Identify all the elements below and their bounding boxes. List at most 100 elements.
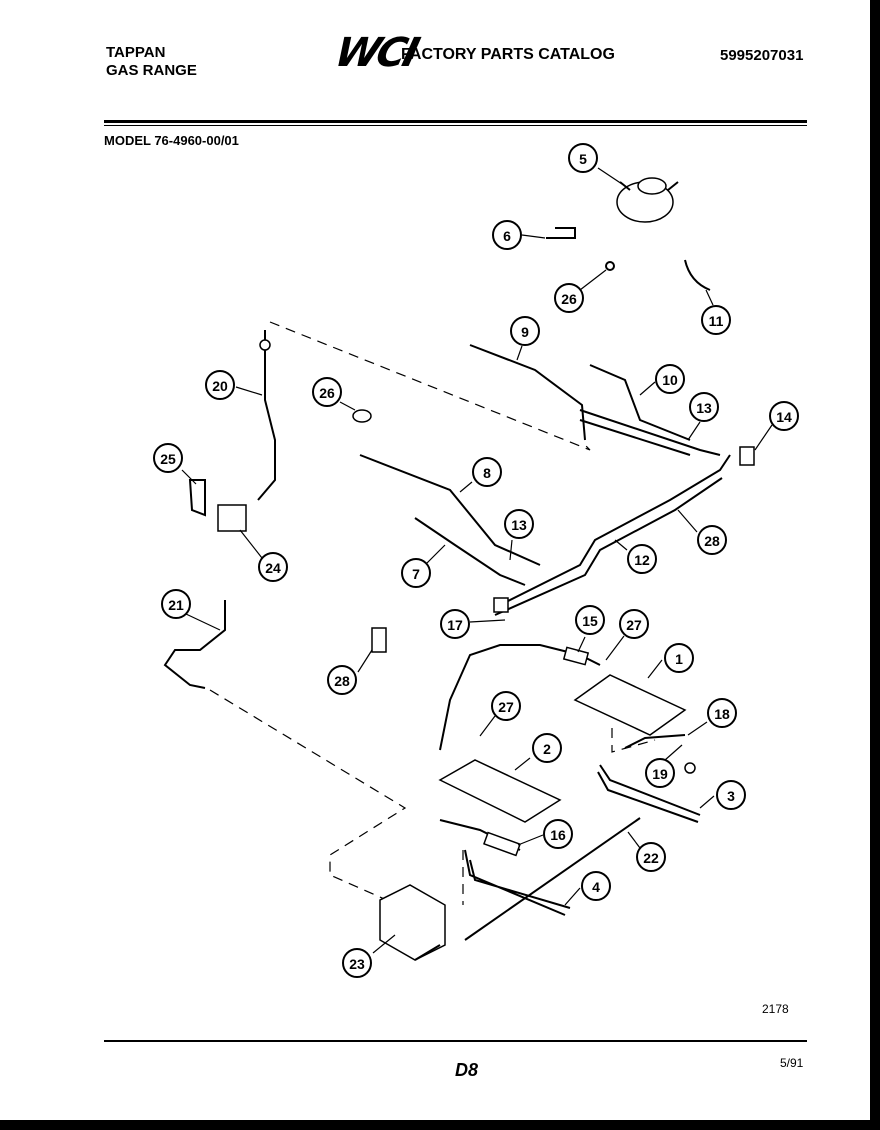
part-5-valve (616, 177, 679, 223)
footer-rule (104, 1040, 807, 1042)
callout-15: 15 (575, 605, 605, 635)
callout-17: 17 (440, 609, 470, 639)
callout-label: 26 (561, 291, 577, 307)
callout-24: 24 (258, 552, 288, 582)
callout-28: 28 (327, 665, 357, 695)
page-number: D8 (455, 1060, 479, 1080)
callout-label: 4 (592, 879, 600, 895)
part-6-bracket (546, 227, 576, 239)
part-15-sensor (562, 646, 590, 666)
part-17-plug (371, 627, 387, 653)
part-26-ring (605, 261, 615, 271)
callout-label: 19 (652, 766, 668, 782)
part-23-outlet (414, 944, 441, 961)
callout-3: 3 (716, 780, 746, 810)
part-2-burner-shield (438, 759, 562, 823)
header-rule-thin (104, 125, 807, 126)
callout-label: 26 (319, 385, 335, 401)
callout-13: 13 (689, 392, 719, 422)
callout-label: 5 (579, 151, 587, 167)
brand-name: TAPPAN (106, 44, 166, 61)
callout-27: 27 (491, 691, 521, 721)
callout-label: 18 (714, 706, 730, 722)
callout-label: 24 (265, 560, 281, 576)
callout-label: 27 (626, 617, 642, 633)
callout-14: 14 (769, 401, 799, 431)
part-22-tube (464, 817, 641, 941)
callout-5: 5 (568, 143, 598, 173)
callout-12: 12 (627, 544, 657, 574)
callout-label: 16 (550, 827, 566, 843)
callout-25: 25 (153, 443, 183, 473)
callout-label: 20 (212, 378, 228, 394)
leader-lines (181, 167, 773, 954)
callout-label: 8 (483, 465, 491, 481)
callout-label: 14 (776, 409, 792, 425)
callout-21: 21 (161, 589, 191, 619)
callout-2: 2 (532, 733, 562, 763)
part-23-valve (379, 884, 446, 961)
part-24-switch (217, 504, 247, 532)
callout-label: 1 (675, 651, 683, 667)
part-7-tube (414, 517, 526, 586)
callout-26: 26 (554, 283, 584, 313)
callout-label: 13 (511, 517, 527, 533)
callout-label: 21 (168, 597, 184, 613)
callout-label: 6 (503, 228, 511, 244)
callout-8: 8 (472, 457, 502, 487)
catalog-title: FACTORY PARTS CATALOG (401, 46, 615, 63)
part-20-fitting (259, 339, 271, 351)
part-10-tube (589, 364, 691, 441)
callout-22: 22 (636, 842, 666, 872)
callout-label: 13 (696, 400, 712, 416)
part-21-wire (163, 600, 226, 689)
callout-1: 1 (664, 643, 694, 673)
callout-label: 28 (704, 533, 720, 549)
part-26-grommet (352, 409, 372, 423)
callout-16: 16 (543, 819, 573, 849)
manifold-tubes (579, 409, 721, 456)
part-1-burner-shield (573, 674, 687, 736)
manifold-end (493, 597, 509, 613)
part-4-tube (464, 849, 571, 916)
callout-27: 27 (619, 609, 649, 639)
callout-26: 26 (312, 377, 342, 407)
part-18-fitting (624, 734, 686, 749)
callout-label: 9 (521, 324, 529, 340)
callout-28: 28 (697, 525, 727, 555)
part-19-nut (684, 762, 696, 774)
revision-date: 5/91 (780, 1056, 804, 1070)
callout-label: 3 (727, 788, 735, 804)
callout-20: 20 (205, 370, 235, 400)
callout-7: 7 (401, 558, 431, 588)
part-25-bracket (188, 479, 206, 517)
part-11-wire (684, 259, 711, 291)
part-8-tube (359, 454, 541, 566)
header-rule (104, 120, 807, 123)
part-12-manifold (494, 454, 731, 616)
callout-label: 7 (412, 566, 420, 582)
model-number: MODEL 76-4960-00/01 (104, 133, 239, 148)
part-14-clip (739, 446, 755, 466)
callout-label: 11 (709, 313, 724, 329)
callout-label: 23 (349, 956, 365, 972)
callout-label: 27 (498, 699, 514, 715)
part-20-thermocouple (257, 330, 276, 501)
assembly-dash-line (611, 728, 656, 753)
callout-23: 23 (342, 948, 372, 978)
callout-label: 25 (160, 451, 176, 467)
callout-11: 11 (701, 305, 731, 335)
callout-label: 12 (634, 552, 650, 568)
callout-label: 10 (662, 372, 678, 388)
callout-label: 22 (643, 850, 659, 866)
callout-label: 17 (447, 617, 463, 633)
catalog-part-number: 5995207031 (720, 47, 804, 64)
part-9-tube (469, 344, 586, 441)
callout-label: 2 (543, 741, 551, 757)
callout-10: 10 (655, 364, 685, 394)
part-3-tube (597, 764, 701, 823)
drawing-number: 2178 (762, 1002, 789, 1016)
